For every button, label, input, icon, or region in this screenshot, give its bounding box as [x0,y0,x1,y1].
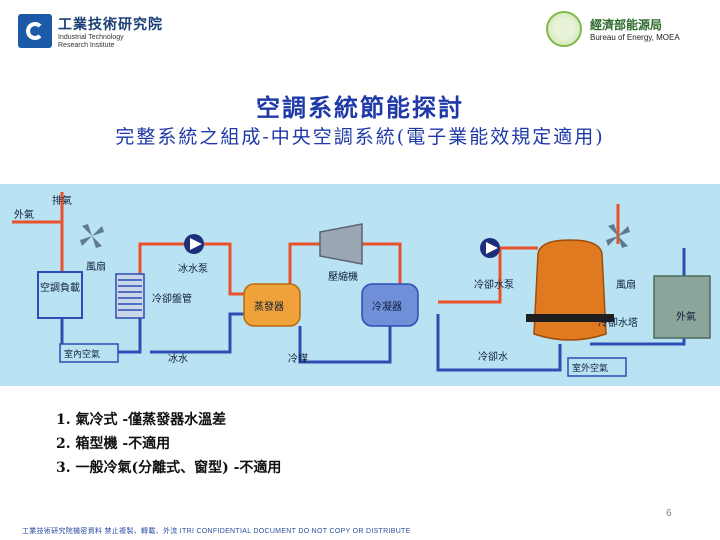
label-evaporator: 蒸發器 [254,300,284,313]
label-cooling-coil: 冷卻盤管 [152,292,192,305]
cooling-coil-icon [115,273,145,319]
label-refrigerant: 冷媒 [288,352,308,365]
ac-load-box [37,271,83,319]
label-ac-load: 空調負載 [40,281,80,294]
label-cooling-water: 冷卻水 [478,350,508,363]
chilled-water-loop-pipes [138,242,244,354]
slide-title: 空調系統節能探討 [256,93,464,122]
label-indoor-air: 室內空氣 [64,348,100,360]
confidential-footer: 工業技術研究院機密資料 禁止複製、轉載、外流 ITRI CONFIDENTIAL… [22,528,411,535]
refrigerant-loop-pipes [288,242,402,364]
label-fan-left: 風扇 [86,260,106,273]
label-condenser: 冷凝器 [372,300,402,313]
label-cooling-water-pump: 冷卻水泵 [474,278,514,291]
hvac-system-diagram: 排氣 外氣 風扇 冰水泵 空調負載 冷卻盤管 蒸發器 壓縮機 冷凝器 冷卻水泵 … [0,184,720,386]
label-chilled-water: 冰水 [168,352,188,365]
note-item: 2. 箱型機 -不適用 [56,436,171,452]
cooling-tower-icon [526,239,614,341]
note-item: 1. 氣冷式 -僅蒸發器水溫差 [56,412,227,428]
compressor-icon [319,223,363,265]
indoor-air-box [59,343,119,363]
condenser-tank [361,283,419,327]
moea-name: 經濟部能源局 Bureau of Energy, MOEA [590,16,680,42]
outdoor-air-box-right [653,275,711,339]
label-outdoor-air-box: 室外空氣 [572,362,608,374]
chilled-water-pump-arrow-icon [190,238,202,250]
note-item: 3. 一般冷氣(分離式、窗型) -不適用 [56,460,282,476]
outdoor-air-box [567,357,627,377]
label-outdoor-air-right: 外氣 [676,310,696,323]
fan-right-icon [606,224,630,248]
label-cooling-tower: 冷卻水塔 [598,316,638,329]
moea-name-en: Bureau of Energy, MOEA [590,33,680,42]
label-outdoor-air-left: 外氣 [14,208,34,221]
cooling-water-pump-arrow-icon [486,242,498,254]
itri-name-zh: 工業技術研究院 [58,17,163,33]
notes-list: 1. 氣冷式 -僅蒸發器水溫差 2. 箱型機 -不適用 3. 一般冷氣(分離式、… [56,408,281,480]
fan-left-icon [80,224,104,248]
moea-seal-logo [546,11,582,47]
itri-name-en-2: Research Institute [58,42,115,49]
label-compressor: 壓縮機 [328,270,358,283]
itri-logo [18,14,52,48]
page-number: 6 [666,508,672,519]
label-chilled-water-pump: 冰水泵 [178,262,208,275]
itri-name: 工業技術研究院 Industrial Technology Research I… [58,14,163,50]
label-exhaust: 排氣 [52,194,72,207]
slide-subtitle: 完整系統之組成-中央空調系統(電子業能效規定適用) [115,126,605,148]
evaporator-tank [243,283,301,327]
itri-name-en-1: Industrial Technology [58,34,124,41]
label-fan-right: 風扇 [616,278,636,291]
moea-name-zh: 經濟部能源局 [590,18,663,32]
